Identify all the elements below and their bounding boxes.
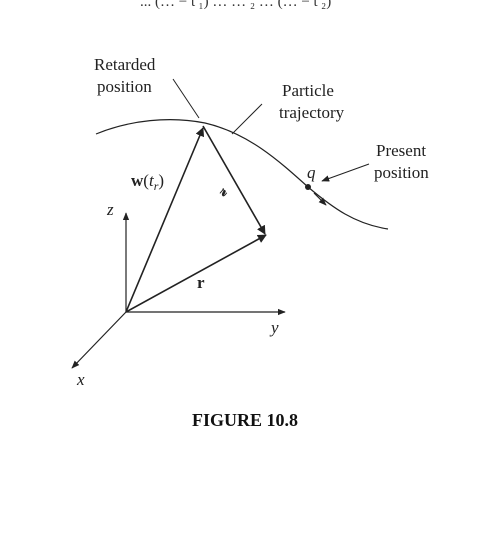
- r-vector-label: r: [197, 273, 205, 292]
- particle-trajectory-label-line1: Particle: [282, 81, 334, 100]
- x-axis-label: x: [76, 370, 85, 389]
- retarded-position-label-line1: Retarded: [94, 55, 156, 74]
- particle-trajectory-label-line2: trajectory: [279, 103, 345, 122]
- trajectory-direction-arrow: [313, 192, 327, 206]
- present-position-label-line1: Present: [376, 141, 426, 160]
- charge-q-label: q: [307, 163, 316, 182]
- w-tr-label-t: t: [149, 171, 155, 190]
- figure-caption: FIGURE 10.8: [192, 410, 298, 430]
- particle-trajectory-curve: [95, 119, 389, 230]
- w-tr-label: w(tr): [131, 171, 164, 193]
- particle-trajectory-leader: [231, 103, 263, 135]
- present-position-leader: [321, 163, 370, 182]
- w-tr-label-open: (: [143, 171, 149, 190]
- cut-off-header-text: ... (… − t′₁) … … ₂ … (… − t′₂): [140, 0, 331, 10]
- z-axis-label: z: [106, 200, 114, 219]
- w-tr-label-w: w: [131, 171, 144, 190]
- w-tr-vector: [125, 127, 205, 313]
- present-position-dot: [305, 184, 311, 190]
- separation-vector: [202, 125, 266, 235]
- w-tr-label-close: ): [158, 171, 164, 190]
- y-axis-label: y: [269, 318, 279, 337]
- x-axis: [71, 311, 127, 369]
- r-vector: [125, 234, 267, 313]
- w-tr-label-sub: r: [154, 179, 159, 193]
- present-position-label-line2: position: [374, 163, 429, 182]
- retarded-position-leader: [172, 78, 200, 119]
- separation-script-r-label: 𝓇: [219, 181, 228, 200]
- retarded-position-label-line2: position: [97, 77, 152, 96]
